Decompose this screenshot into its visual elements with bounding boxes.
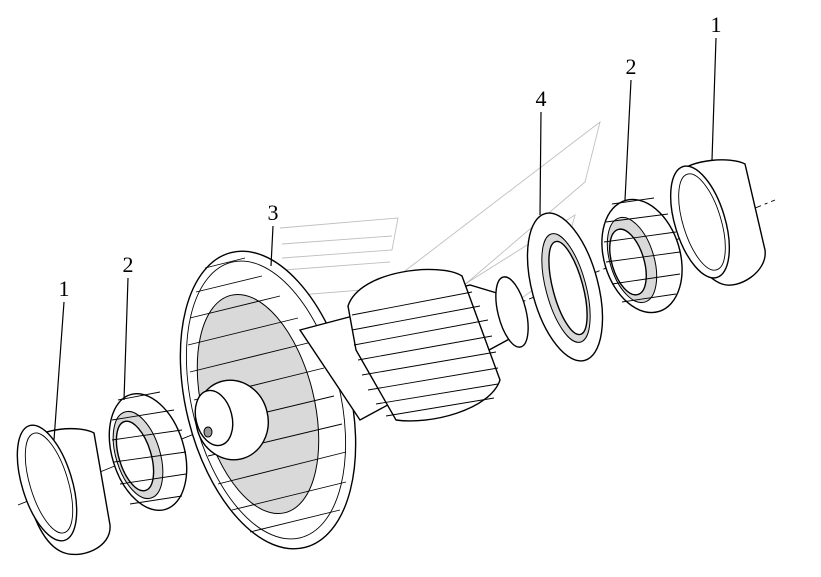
leader-c4 xyxy=(539,111,542,216)
callout-c2-right: 2 xyxy=(626,54,637,79)
callout-c1-right: 1 xyxy=(711,12,722,37)
callout-c1-left: 1 xyxy=(59,276,70,301)
roller-cone-left xyxy=(108,391,188,512)
leader-c3 xyxy=(270,225,274,267)
callout-c4: 4 xyxy=(536,86,547,111)
callouts: 1 2 3 4 2 1 xyxy=(53,12,722,441)
pinion-teeth xyxy=(351,291,499,417)
bearing-cup-left xyxy=(16,424,111,556)
leader-c2-left xyxy=(123,277,129,401)
gear-shaft xyxy=(179,250,529,550)
callout-c3: 3 xyxy=(268,200,279,225)
gear-teeth xyxy=(187,257,347,533)
thrust-washer xyxy=(526,212,604,362)
leader-c1-left xyxy=(53,301,65,441)
leader-c1-right xyxy=(711,37,717,161)
callout-c2-left: 2 xyxy=(123,252,134,277)
leader-c2-right xyxy=(624,79,632,201)
bearing-cup-right xyxy=(669,159,766,286)
roller-cone-right xyxy=(601,197,683,314)
